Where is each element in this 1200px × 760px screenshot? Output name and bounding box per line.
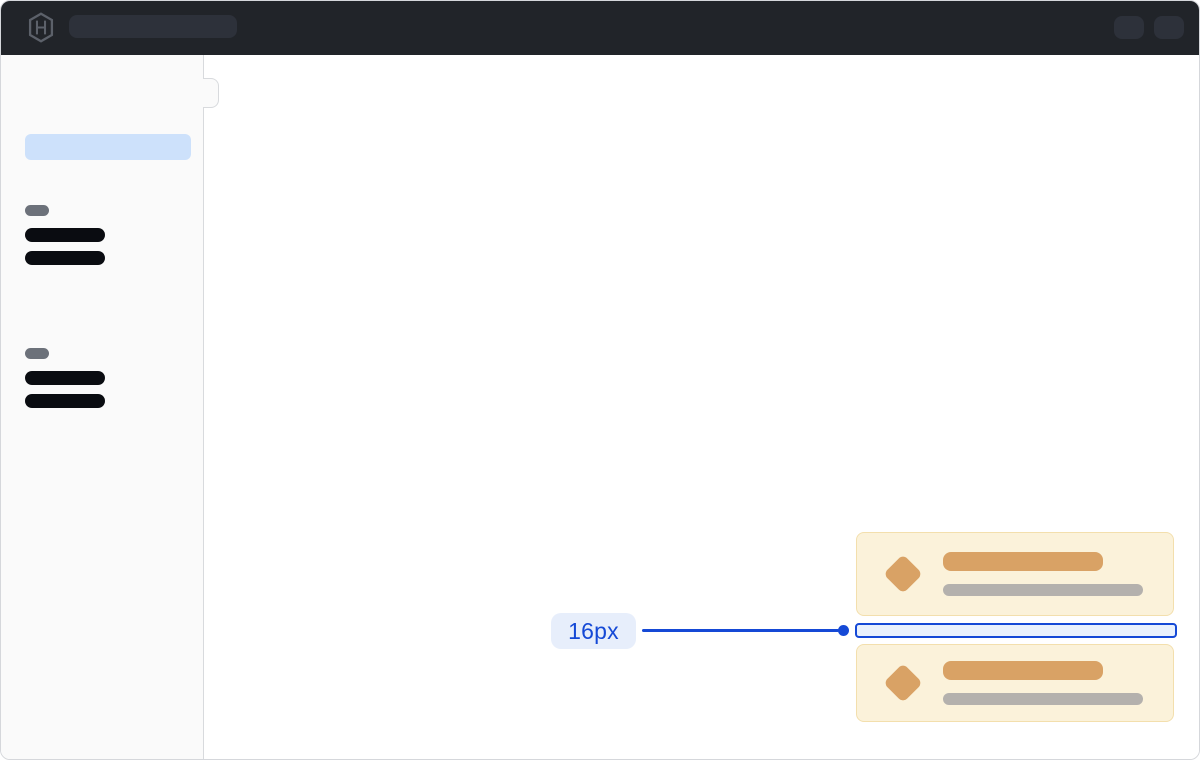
sidebar-active-item-skeleton[interactable] <box>25 134 191 160</box>
card-title-skeleton <box>943 552 1103 571</box>
top-nav-bar <box>1 1 1199 55</box>
spacing-label: 16px <box>551 613 636 649</box>
sidebar-nav-item-skeleton[interactable] <box>25 394 105 408</box>
spacing-leader-line <box>642 629 839 632</box>
card-subtitle-skeleton <box>943 693 1143 705</box>
card[interactable] <box>856 532 1174 616</box>
sidebar-section <box>25 205 105 274</box>
hashicorp-logo-icon <box>28 12 54 43</box>
main-content <box>204 55 1199 759</box>
sidebar-section <box>25 348 105 417</box>
sidebar-toggle-handle[interactable] <box>203 78 219 108</box>
header-action-skeleton[interactable] <box>1114 16 1144 39</box>
spacing-leader-dot <box>838 625 849 636</box>
diamond-icon <box>883 663 923 703</box>
section-label-skeleton <box>25 205 49 216</box>
card-title-skeleton <box>943 661 1103 680</box>
header-action-skeleton[interactable] <box>1154 16 1184 39</box>
search-input-skeleton[interactable] <box>69 15 237 38</box>
diamond-icon <box>883 554 923 594</box>
card[interactable] <box>856 644 1174 722</box>
sidebar-nav-item-skeleton[interactable] <box>25 251 105 265</box>
spacing-gap-highlight <box>855 623 1177 638</box>
sidebar <box>1 55 204 759</box>
section-label-skeleton <box>25 348 49 359</box>
sidebar-nav-item-skeleton[interactable] <box>25 228 105 242</box>
sidebar-nav-item-skeleton[interactable] <box>25 371 105 385</box>
card-subtitle-skeleton <box>943 584 1143 596</box>
